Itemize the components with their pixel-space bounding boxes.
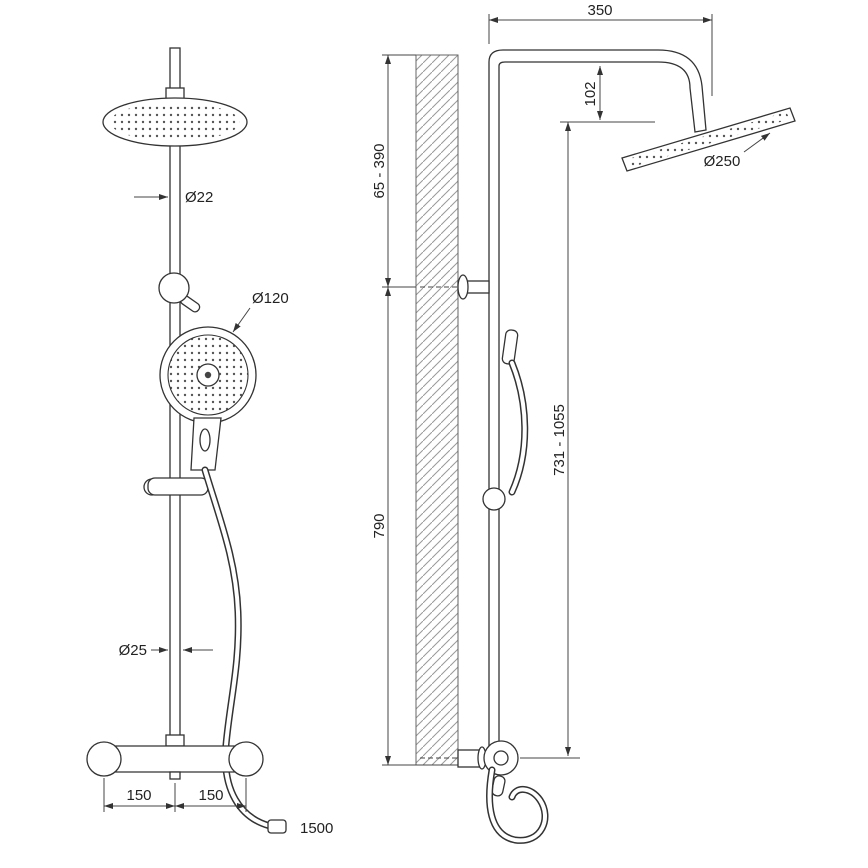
wall-bracket-side: [420, 274, 490, 300]
bottom-section-height-label: 790: [371, 513, 388, 538]
hand-shower-front: Ø120: [159, 290, 289, 471]
handshower-holder-side: [482, 487, 506, 511]
arm-projection-label: 350: [587, 2, 612, 19]
riser-height-range-label: 731 - 1055: [551, 404, 568, 476]
hose-length-label: 1500: [300, 820, 333, 837]
hose-diameter-dimension: Ø25: [119, 642, 213, 659]
pipe-diameter-label: Ø22: [185, 189, 213, 206]
lower-height-dimension: 790: [371, 287, 460, 766]
spray-face-side: [628, 112, 790, 167]
pipe-diameter-dimension: Ø22: [134, 189, 213, 206]
hose-end-connector: [267, 819, 287, 834]
slider-bracket-front: [158, 272, 201, 313]
mixer-knob-left: [86, 741, 122, 777]
rail-clamp-front: [143, 477, 209, 496]
head-diameter-label: Ø250: [704, 153, 741, 170]
mixer-outlet: [169, 771, 181, 780]
upper-adjustment-label: 65 - 390: [371, 143, 388, 198]
hose-loop-side: [486, 766, 549, 844]
shower-hose-front: 1500: [201, 466, 333, 837]
mixer-spacing-left-label: 150: [126, 787, 151, 804]
lower-pipe-diameter-label: Ø25: [119, 642, 147, 659]
riser-pipe-side: [488, 49, 707, 766]
mixer-spacing-right-label: 150: [198, 787, 223, 804]
overhead-shower-front: [102, 97, 248, 147]
side-view: Ø250 350 102 65 - 390 790 731 -: [371, 2, 796, 844]
mixer-valve-front: [86, 734, 264, 780]
head-drop-dimension: 102: [560, 66, 655, 123]
hand-shower-side: [482, 329, 529, 511]
mixer-valve-side: [420, 740, 519, 797]
spray-face-front: [110, 103, 240, 141]
hand-shower-diameter-label: Ø120: [252, 290, 289, 307]
column-height-dimension: 731 - 1055: [520, 122, 580, 759]
handshower-grip-side: [501, 329, 519, 365]
mixer-spacing-dimension: 150 150: [103, 778, 247, 812]
front-view: Ø22 Ø120 1500 Ø25: [86, 47, 333, 837]
handshower-center-dot: [204, 371, 212, 379]
overhead-shower-side: Ø250: [621, 107, 796, 172]
upper-adjust-dimension: 65 - 390: [371, 54, 416, 288]
head-drop-label: 102: [582, 81, 599, 106]
handshower-button: [199, 428, 211, 452]
wall-section: [415, 54, 459, 766]
mixer-knob-right: [228, 741, 264, 777]
top-offset-dimension: 350: [488, 2, 713, 96]
